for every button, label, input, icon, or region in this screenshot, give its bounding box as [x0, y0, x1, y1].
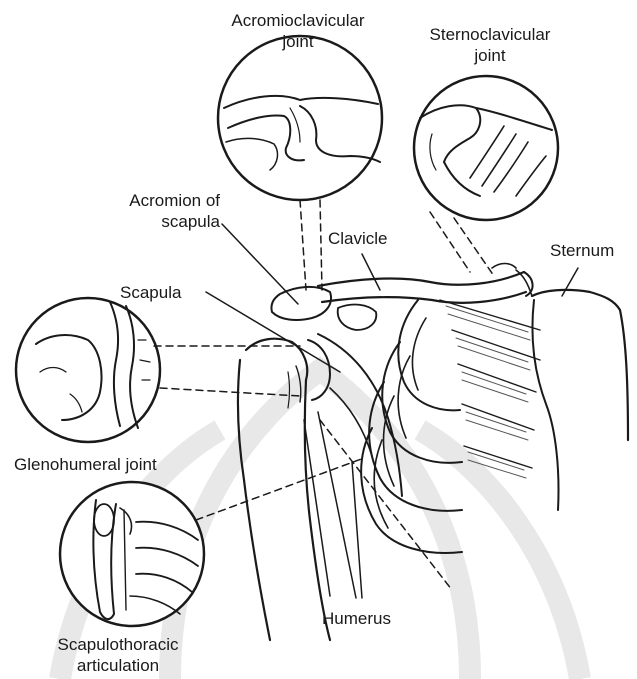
glenohumeral-joint-label: Glenohumeral joint [14, 454, 157, 475]
scapulothoracic-inset [60, 482, 204, 626]
sternoclavicular-inset [414, 76, 558, 220]
acromioclavicular-joint-label: Acromioclavicular joint [198, 10, 398, 52]
scapula-label: Scapula [120, 282, 181, 303]
sternoclavicular-joint-label: Sternoclavicular joint [400, 24, 580, 66]
main-shoulder-drawing [238, 264, 628, 641]
acromion-of-scapula-label: Acromion of scapula [60, 190, 220, 232]
sternum-label: Sternum [550, 240, 614, 261]
acromioclavicular-inset [218, 36, 382, 200]
scapulothoracic-articulation-label: Scapulothoracic articulation [38, 634, 198, 676]
humerus-label: Humerus [322, 608, 391, 629]
clavicle-label: Clavicle [328, 228, 388, 249]
glenohumeral-inset [16, 298, 160, 442]
